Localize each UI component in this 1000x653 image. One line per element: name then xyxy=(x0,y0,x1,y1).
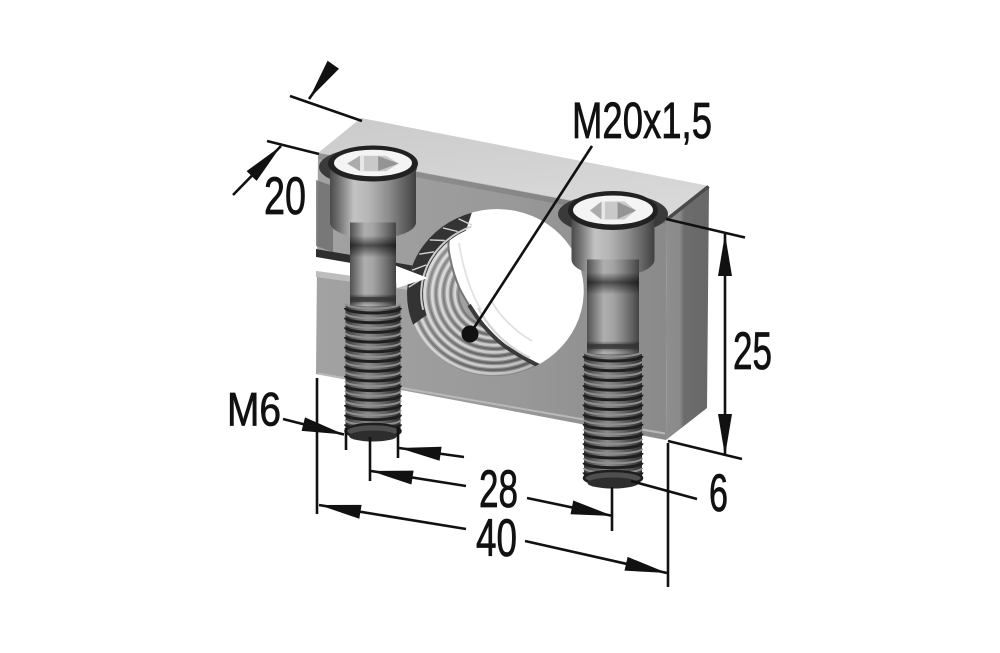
svg-text:40: 40 xyxy=(476,509,517,568)
svg-text:M20x1,5: M20x1,5 xyxy=(572,92,712,149)
svg-text:20: 20 xyxy=(264,167,306,226)
svg-text:28: 28 xyxy=(479,460,518,519)
svg-text:M6: M6 xyxy=(227,383,281,436)
svg-text:6: 6 xyxy=(709,464,728,523)
svg-text:25: 25 xyxy=(733,322,772,381)
